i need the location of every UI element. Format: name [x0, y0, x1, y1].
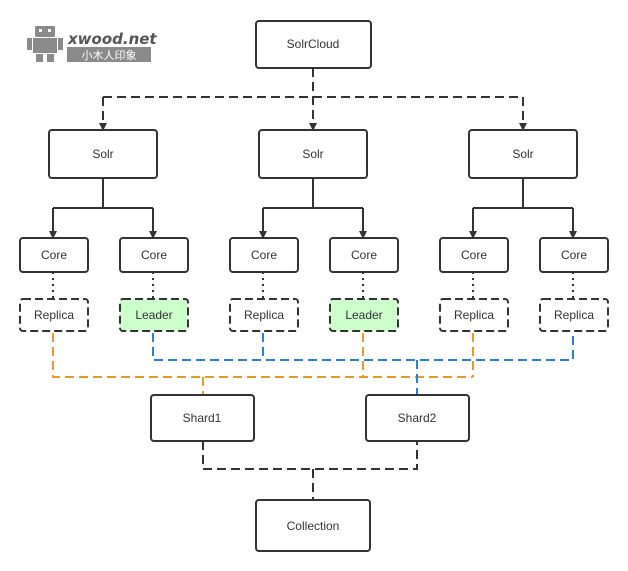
shard-label: Shard2: [398, 411, 437, 425]
solr-node: Solr: [258, 129, 368, 179]
replica-label: Replica: [244, 308, 284, 322]
solrcloud-label: SolrCloud: [287, 37, 340, 51]
shard-node: Shard1: [150, 394, 255, 442]
cloud-to-solr-connectors: [99, 68, 527, 131]
solr-label: Solr: [512, 147, 533, 161]
core-node: Core: [119, 237, 189, 273]
replica-label: Replica: [454, 308, 494, 322]
logo-tagline: 小木人印象: [82, 49, 137, 62]
core-label: Core: [251, 248, 277, 262]
shard1-links: [52, 333, 474, 395]
replica-node: Replica: [539, 298, 609, 332]
leader-label: Leader: [345, 308, 382, 322]
core-node: Core: [229, 237, 299, 273]
collection-node: Collection: [255, 499, 371, 552]
solr-to-core-connectors: [49, 178, 577, 239]
logo-brand: xwood.net: [67, 30, 157, 48]
shard-label: Shard1: [183, 411, 222, 425]
solr-node: Solr: [48, 129, 158, 179]
core-label: Core: [561, 248, 587, 262]
core-node: Core: [539, 237, 609, 273]
core-label: Core: [351, 248, 377, 262]
core-node: Core: [439, 237, 509, 273]
solr-label: Solr: [302, 147, 323, 161]
collection-label: Collection: [287, 519, 340, 533]
shard-node: Shard2: [365, 394, 470, 442]
shard-to-collection-connectors: [202, 441, 418, 500]
site-logo: xwood.net 小木人印象: [27, 26, 157, 62]
core-to-replica-connectors: [52, 272, 574, 298]
logo-tagline-bg: [67, 47, 151, 62]
solr-node: Solr: [468, 129, 578, 179]
replica-node: Replica: [439, 298, 509, 332]
core-label: Core: [141, 248, 167, 262]
core-node: Core: [19, 237, 89, 273]
core-node: Core: [329, 237, 399, 273]
robot-icon: [27, 26, 63, 62]
replica-node: Replica: [229, 298, 299, 332]
leader-node: Leader: [329, 298, 399, 332]
shard2-links: [152, 333, 574, 395]
solrcloud-node: SolrCloud: [255, 20, 372, 69]
leader-node: Leader: [119, 298, 189, 332]
replica-label: Replica: [34, 308, 74, 322]
replica-node: Replica: [19, 298, 89, 332]
leader-label: Leader: [135, 308, 172, 322]
solr-label: Solr: [92, 147, 113, 161]
core-label: Core: [461, 248, 487, 262]
replica-label: Replica: [554, 308, 594, 322]
core-label: Core: [41, 248, 67, 262]
